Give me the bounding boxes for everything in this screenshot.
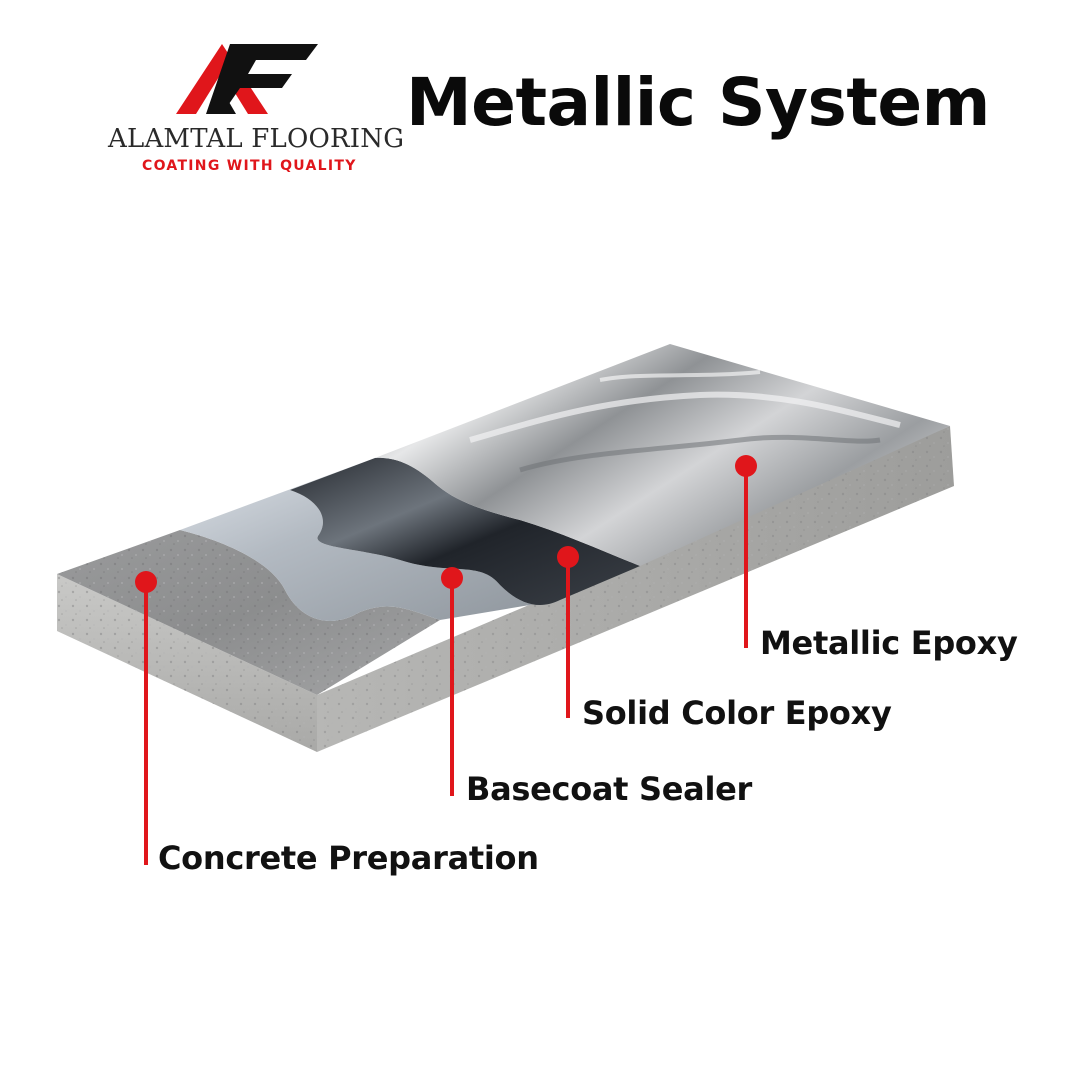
page-title: Metallic System [406,64,990,141]
marker-dot-basecoat [441,567,463,589]
logo-tagline: COATING WITH QUALITY [142,158,357,174]
marker-dot-concrete [135,571,157,593]
company-logo: ALAMTAL FLOORING COATING WITH QUALITY [104,38,404,178]
label-concrete-preparation: Concrete Preparation [158,839,539,877]
label-metallic-epoxy: Metallic Epoxy [760,624,1018,662]
marker-dot-metallic [735,455,757,477]
label-basecoat-sealer: Basecoat Sealer [466,770,753,808]
marker-dot-solid [557,546,579,568]
logo-af-icon [176,44,318,114]
label-solid-color-epoxy: Solid Color Epoxy [582,694,892,732]
logo-company-name: ALAMTAL FLOORING [108,124,405,154]
